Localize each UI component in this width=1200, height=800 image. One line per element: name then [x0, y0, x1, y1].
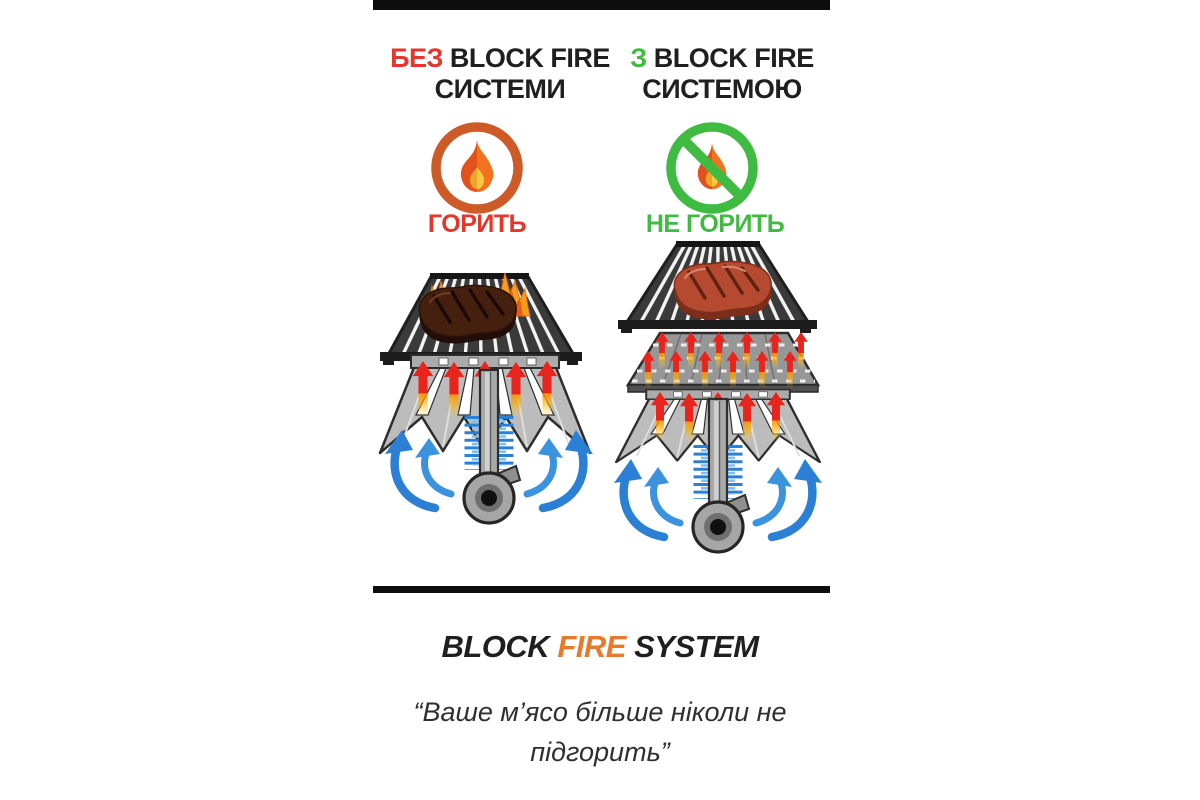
prohibition-slash	[679, 135, 745, 201]
heading-line2: СИСТЕМОЮ	[642, 74, 802, 104]
heading-line2: СИСТЕМИ	[434, 74, 566, 104]
heading-line1: З BLOCK FIRE	[600, 43, 844, 74]
heading-rest: BLOCK FIRE	[449, 43, 611, 73]
slogan-quote: “Ваше м’ясо більше ніколи не підгорить”	[330, 692, 870, 772]
top-divider-bar	[373, 0, 830, 10]
heading-accent: БЕЗ	[390, 43, 443, 73]
status-label-not-burns: НЕ ГОРИТЬ	[645, 210, 785, 238]
brand-word-system: SYSTEM	[634, 629, 759, 664]
heading-without-system: БЕЗ BLOCK FIRE СИСТЕМИ	[378, 43, 622, 105]
status-label-burns: ГОРИТЬ	[427, 210, 527, 238]
brand-word-fire: FIRE	[557, 629, 626, 664]
flame-glyph	[460, 140, 494, 192]
bottom-divider-bar	[373, 586, 830, 593]
brand-word-block: BLOCK	[441, 629, 550, 664]
heading-accent: З	[630, 43, 647, 73]
grill-with-system-illustration	[605, 241, 840, 570]
no-fire-icon	[666, 122, 758, 214]
quote-line2: підгорить”	[530, 737, 670, 767]
heading-rest: BLOCK FIRE	[653, 43, 815, 73]
circle-ring	[666, 122, 758, 214]
quote-line1: “Ваше м’ясо більше ніколи не	[413, 697, 787, 727]
healthy-steak	[673, 260, 772, 320]
brand-title: BLOCK FIRE SYSTEM	[371, 629, 829, 665]
fire-icon	[431, 122, 523, 214]
circle-ring	[431, 122, 523, 214]
burnt-steak	[418, 284, 517, 344]
heading-line1: БЕЗ BLOCK FIRE	[378, 43, 622, 74]
grill-without-system-illustration	[378, 272, 600, 560]
heading-with-system: З BLOCK FIRE СИСТЕМОЮ	[600, 43, 844, 105]
